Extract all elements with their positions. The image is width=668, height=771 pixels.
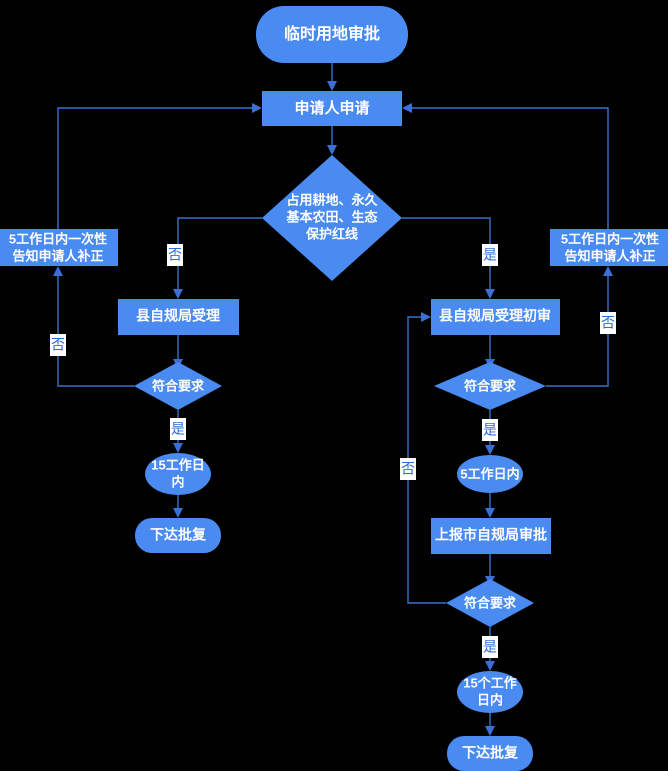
node-left-days15-label-line1: 15工作日 bbox=[151, 457, 204, 472]
node-left-reply-shape bbox=[135, 518, 221, 553]
node-right-correct-shape bbox=[550, 229, 668, 266]
node-left-correct[interactable]: 5工作日内一次性 告知申请人补正 bbox=[0, 229, 118, 266]
edge-label-decision-no-text: 否 bbox=[168, 247, 182, 263]
node-bottom-meets-shape bbox=[446, 579, 534, 627]
node-left-meets-shape bbox=[134, 362, 222, 410]
edge-days15-to-left-reply bbox=[173, 495, 183, 518]
edge-bottom-days15-to-bottom-reply bbox=[485, 713, 495, 736]
node-bottom-days15-shape bbox=[457, 671, 523, 713]
edge-label-decision-no: 否 bbox=[167, 244, 183, 266]
node-left-days15-shape bbox=[145, 453, 211, 495]
node-left-correct-shape bbox=[0, 229, 118, 266]
node-decision-land[interactable]: 占用耕地、永久 基本农田、生态 保护红线 bbox=[262, 155, 402, 281]
node-bottom-reply[interactable]: 下达批复 bbox=[447, 736, 533, 771]
node-left-days15[interactable]: 15工作日 内 bbox=[145, 453, 211, 495]
node-start[interactable]: 临时用地审批 bbox=[256, 6, 408, 63]
node-start-shape bbox=[256, 6, 408, 63]
node-county-accept[interactable]: 县自规局受理 bbox=[118, 299, 239, 335]
node-right-days5-label: 5工作日内 bbox=[460, 466, 519, 481]
node-apply-shape bbox=[262, 91, 402, 126]
edge-left-correct-to-apply bbox=[57, 103, 262, 229]
edge-label-left-meets-yes: 是 bbox=[170, 418, 186, 440]
node-right-meets-label: 符合要求 bbox=[464, 378, 517, 393]
node-right-days5-shape bbox=[457, 455, 523, 493]
node-city-report-label: 上报市自规局审批 bbox=[435, 527, 547, 543]
node-bottom-meets-label: 符合要求 bbox=[464, 595, 517, 610]
node-city-report[interactable]: 上报市自规局审批 bbox=[431, 518, 551, 554]
node-left-meets-label: 符合要求 bbox=[152, 378, 205, 393]
edge-start-to-apply bbox=[327, 63, 337, 91]
node-left-meets[interactable]: 符合要求 bbox=[134, 362, 222, 410]
node-decision-land-label-line2: 基本农田、生态 bbox=[285, 209, 377, 224]
node-start-label: 临时用地审批 bbox=[284, 24, 380, 43]
edge-label-right-meets-yes: 是 bbox=[482, 419, 498, 441]
node-left-reply[interactable]: 下达批复 bbox=[135, 518, 221, 553]
node-right-meets[interactable]: 符合要求 bbox=[434, 362, 546, 410]
edge-label-bottom-meets-yes-text: 是 bbox=[483, 639, 497, 655]
node-right-correct-label-line1: 5工作日内一次性 bbox=[561, 231, 659, 246]
edge-right-correct-to-apply bbox=[402, 103, 609, 229]
node-county-accept-label: 县自规局受理 bbox=[136, 308, 220, 324]
node-apply[interactable]: 申请人申请 bbox=[262, 91, 402, 126]
node-left-correct-label-line2: 告知申请人补正 bbox=[12, 248, 103, 263]
edge-label-left-meets-yes-text: 是 bbox=[171, 421, 185, 437]
edge-left-meets-no-to-left-correct bbox=[53, 266, 134, 387]
node-right-correct-label-line2: 告知申请人补正 bbox=[564, 248, 655, 263]
edge-decision-yes-to-county-review bbox=[402, 217, 495, 299]
edge-days5-to-city-report bbox=[485, 493, 495, 518]
edge-label-decision-yes: 是 bbox=[482, 244, 498, 266]
edge-label-bottom-meets-no: 否 bbox=[400, 458, 416, 480]
node-county-accept-shape bbox=[118, 299, 239, 335]
node-decision-land-shape bbox=[262, 155, 402, 281]
edge-decision-no-to-county-accept bbox=[173, 217, 262, 299]
node-apply-label: 申请人申请 bbox=[294, 99, 369, 117]
edge-label-right-meets-yes-text: 是 bbox=[483, 422, 497, 438]
node-bottom-days15-label-line2: 日内 bbox=[477, 692, 503, 707]
node-bottom-meets[interactable]: 符合要求 bbox=[446, 579, 534, 627]
node-left-correct-label-line1: 5工作日内一次性 bbox=[9, 231, 107, 246]
edge-apply-to-decision bbox=[327, 126, 337, 155]
node-county-accept-review-shape bbox=[431, 299, 560, 335]
node-right-meets-shape bbox=[434, 362, 546, 410]
node-bottom-days15-label-line1: 15个工作 bbox=[463, 675, 516, 690]
edge-label-bottom-meets-yes: 是 bbox=[482, 636, 498, 658]
edge-label-right-meets-no-text: 否 bbox=[601, 315, 615, 331]
edge-label-bottom-meets-no-text: 否 bbox=[401, 461, 415, 477]
edge-label-right-meets-no: 否 bbox=[600, 312, 616, 334]
node-right-days5[interactable]: 5工作日内 bbox=[457, 455, 523, 493]
node-county-accept-review[interactable]: 县自规局受理初审 bbox=[431, 299, 560, 335]
edge-label-left-meets-no: 否 bbox=[50, 334, 66, 356]
node-left-days15-label-line2: 内 bbox=[171, 474, 184, 489]
node-right-correct[interactable]: 5工作日内一次性 告知申请人补正 bbox=[550, 229, 668, 266]
node-decision-land-label-line3: 保护红线 bbox=[305, 226, 358, 241]
node-decision-land-label-line1: 占用耕地、永久 bbox=[286, 192, 378, 207]
edge-label-left-meets-no-text: 否 bbox=[51, 337, 65, 353]
node-left-reply-label: 下达批复 bbox=[150, 527, 207, 543]
node-bottom-days15[interactable]: 15个工作 日内 bbox=[457, 671, 523, 713]
node-county-accept-review-label: 县自规局受理初审 bbox=[439, 308, 551, 324]
edge-label-decision-yes-text: 是 bbox=[483, 247, 497, 263]
edge-bottom-meets-no-to-county-review bbox=[407, 312, 446, 604]
node-bottom-reply-label: 下达批复 bbox=[462, 745, 519, 761]
node-city-report-shape bbox=[431, 518, 551, 554]
node-bottom-reply-shape bbox=[447, 736, 533, 771]
